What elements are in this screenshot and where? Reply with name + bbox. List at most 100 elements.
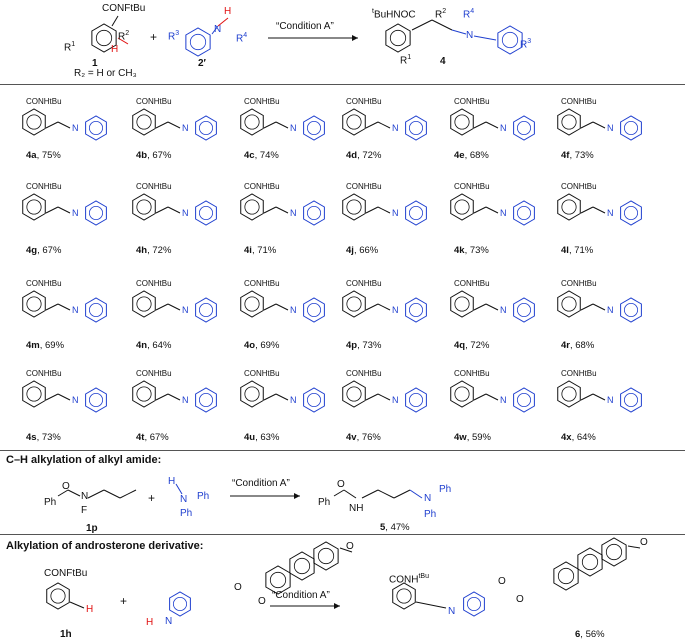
caption-4g: 4g, 67% [26,245,61,256]
amide-label-4e: CONHtBu [454,97,490,106]
caption-yield-4l: , 71% [568,245,594,256]
n-label-4m: N [72,305,79,315]
n-label-4s: N [72,395,79,405]
amide-label-4q: CONHtBu [454,279,490,288]
r2-note: R₂ = H or CH₃ [74,68,137,79]
bond-linker-4h [155,206,169,214]
caption-4f: 4f, 73% [561,150,594,161]
ring-aniline-4h-aromatic [198,205,213,220]
amide-label-4r: CONHtBu [561,279,597,288]
steroid-ringB [289,551,315,581]
ring-aniline-4s [85,387,107,413]
amide-label-4j: CONHtBu [346,182,382,191]
ring-benzamide-4m-aromatic [26,296,42,312]
ring-aniline-4d-aromatic [408,121,423,136]
caption-4l: 4l, 71% [561,245,593,256]
steroid-ringC-aromatic [317,547,335,565]
amide-label-4i: CONHtBu [244,182,280,191]
bond-linker-4q [473,303,487,311]
n-label-4q: N [500,305,507,315]
amide-label-4v: CONHtBu [346,369,382,378]
bond-linker-4c [263,121,277,129]
caption-id-4m: 4m [26,340,40,351]
ring-aniline-4e [513,115,535,141]
amide-label-4x: CONHtBu [561,369,597,378]
ring-aniline-4d [405,115,427,141]
bond-linker2-4d [377,121,391,129]
ring-aniline-4v-aromatic [408,392,423,407]
caption-yield-4q: , 72% [465,340,490,351]
ring-aniline-4e-aromatic [517,121,532,136]
bond-linker2-4k [485,206,499,214]
ring-aniline-4p-aromatic [408,302,423,317]
amide-label-4l: CONHtBu [561,182,597,191]
arrow-s2-head [294,493,300,499]
ring-benzamide-4v [342,380,366,408]
bond-n [211,25,219,35]
bond-linker-4r [580,303,594,311]
s3-n: N [165,616,173,627]
bond-linker2-4m [57,303,71,311]
caption-4r: 4r, 68% [561,340,594,351]
s3-h: H [86,604,94,615]
label-5: 5, 47% [380,522,410,533]
bond-linker2-4g [57,206,71,214]
bond-linker2-4j [377,206,391,214]
n-label-4h: N [182,208,189,218]
ring-aniline-4t-aromatic [198,392,213,407]
n-label-4d: N [392,123,399,133]
caption-yield-4c: , 74% [254,150,279,161]
caption-id-4u: 4u [244,432,256,443]
ring-aniline-4a-aromatic [89,121,104,136]
n-label-4r: N [607,305,614,315]
caption-4q: 4q, 72% [454,340,489,351]
ring-product6 [392,582,416,610]
caption-id-4j: 4j [346,245,354,256]
bond-linker2-4i [275,206,289,214]
caption-id-4o: 4o [244,340,256,351]
bond-linker-4e [473,121,487,129]
s3-conf: CONFtBu [44,568,88,579]
ring-product [385,23,411,53]
bond-amide [111,15,119,27]
ring-benzamide-4n [132,290,156,318]
s3-prod-o2: O [516,594,524,605]
ring-aniline-4q-aromatic [517,302,532,317]
s2p-bond6 [409,489,423,499]
ring-benzamide-4a-aromatic [26,114,42,130]
bond-ch2 [117,37,129,45]
ring-1h [46,582,70,610]
product-amide: tBuHNOC [372,8,416,21]
ring-aniline-4x-aromatic [624,392,639,407]
steroid-ringB-aromatic [293,557,311,575]
amide-label-4p: CONHtBu [346,279,382,288]
s2-n2: N [180,494,188,505]
caption-4d: 4d, 72% [346,150,381,161]
s2-prod-n: N [424,493,432,504]
bond-linker2-4e [485,121,499,129]
ring-benzamide-4u [240,380,264,408]
ring-benzamide-4i-aromatic [244,199,260,215]
ring-aniline-4g [85,200,107,226]
ring-benzamide-4e [450,108,474,136]
caption-id-4g: 4g [26,245,38,256]
ring-aniline-4p [405,297,427,323]
s2-ph2: Ph [197,491,210,502]
ring-benzamide-4t-aromatic [136,386,152,402]
steroid-p-ringA [553,561,579,591]
ring-product-aryl [497,25,523,55]
s2-bond-ch3 [175,483,183,495]
caption-id-4b: 4b [136,150,148,161]
bond-linker-4p [365,303,379,311]
bond-linker-4t [155,393,169,401]
caption-id-4x: 4x [561,432,572,443]
n-label-4c: N [290,123,297,133]
n-label-4b: N [182,123,189,133]
caption-yield-4s: , 73% [36,432,61,443]
ring-benzamide-4r-aromatic [561,296,577,312]
caption-id-4l: 4l [561,245,569,256]
s3-o3: O [346,541,354,552]
ring-benzamide-4f [557,108,581,136]
divider-3 [0,534,685,535]
section2-title: C–H alkylation of alkyl amide: [6,454,162,466]
